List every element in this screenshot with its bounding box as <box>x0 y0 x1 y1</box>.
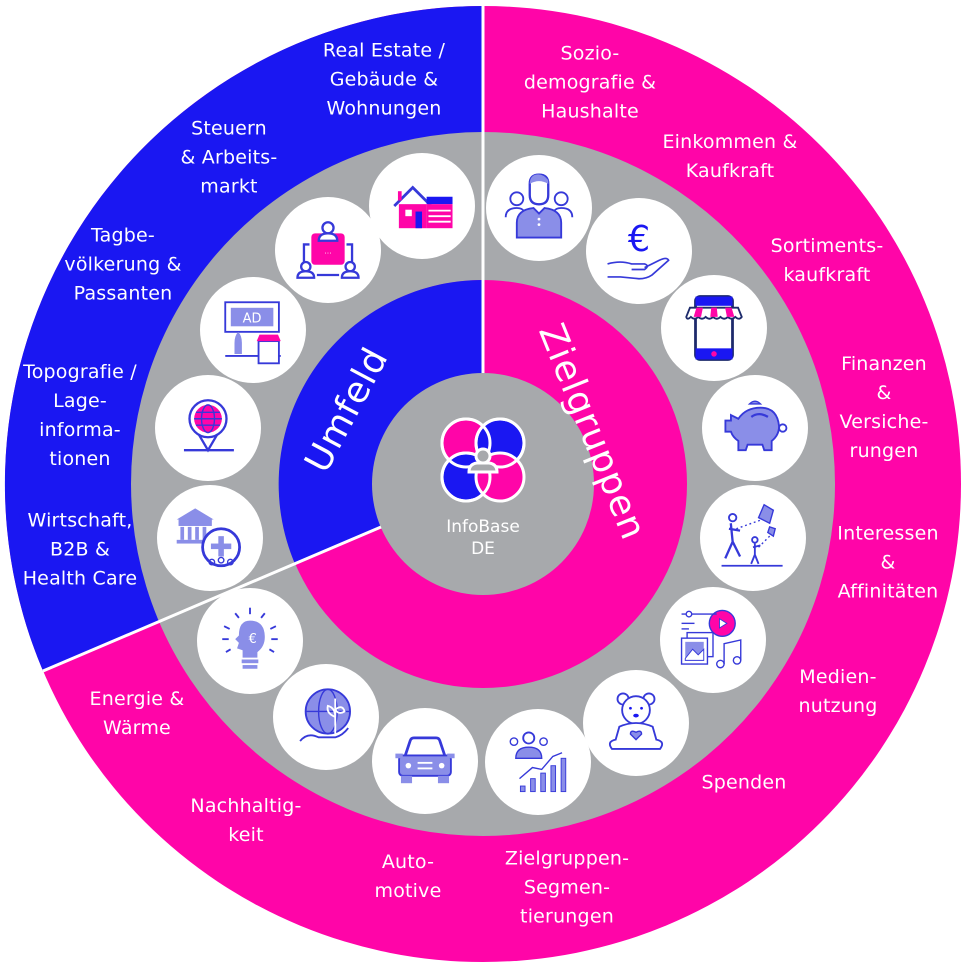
icon-circle-finanzen[interactable] <box>702 375 808 481</box>
icon-circle-steuern[interactable]: … <box>275 197 381 303</box>
label-einkommen: Einkommen & Kaufkraft <box>662 131 798 182</box>
icon-circle-einkommen[interactable]: € <box>586 198 692 304</box>
icon-circle-wirtschaft[interactable] <box>157 485 263 591</box>
label-finanzen: Finanzen & Versiche- rungen <box>839 353 929 462</box>
billboard-shop-icon: AD <box>224 301 281 365</box>
center-title-line1: InfoBase <box>446 517 520 537</box>
icon-circle-interessen[interactable] <box>700 485 806 591</box>
icon-circle-automotive[interactable] <box>372 708 478 814</box>
svg-text:€: € <box>249 632 257 647</box>
house-icon <box>393 185 453 229</box>
team-network-icon: … <box>296 221 360 279</box>
museum-health-icon <box>176 508 241 568</box>
divider-diagonal <box>42 525 382 673</box>
label-tagbevoelkerung: Tagbe- völkerung & Passanten <box>64 224 182 305</box>
label-mediennutzung: Medien- nutzung <box>798 666 878 717</box>
label-wirtschaft: Wirtschaft, B2B & Health Care <box>22 509 138 590</box>
icon-circle-nachhaltigkeit[interactable] <box>273 664 379 770</box>
teddy-bear-heart-icon <box>608 692 664 750</box>
idea-euro-bulb-icon: € <box>222 607 278 669</box>
icon-circle-sortimentskaufkraft[interactable] <box>661 275 767 381</box>
label-nachhaltigkeit: Nachhaltig- keit <box>190 795 302 846</box>
label-automotive: Auto- motive <box>374 851 442 902</box>
euro-hand-icon: € <box>607 219 670 280</box>
people-growth-chart-icon <box>509 731 567 793</box>
label-real-estate: Real Estate / Gebäude & Wohnungen <box>322 39 446 120</box>
car-icon <box>395 736 455 784</box>
svg-text:…: … <box>324 247 331 256</box>
icon-circle-tagbevoelkerung[interactable]: AD <box>200 277 306 383</box>
icon-circle-spenden[interactable] <box>583 670 689 776</box>
label-energie: Energie & Wärme <box>89 688 185 739</box>
kite-family-icon <box>721 503 783 567</box>
label-topografie: Topografie / Lage- informa- tionen <box>23 361 137 470</box>
icon-circle-topografie[interactable] <box>155 375 261 481</box>
svg-text:AD: AD <box>243 312 262 327</box>
label-spenden: Spenden <box>701 771 787 794</box>
label-soziodemografie: Sozio- demografie & Haushalte <box>523 42 657 123</box>
piggy-bank-icon <box>724 400 788 452</box>
icon-circle-soziodemografie[interactable] <box>486 155 592 261</box>
label-segmentierungen: Zielgruppen- Segmen- tierungen <box>504 847 630 928</box>
mobile-shop-icon <box>685 295 743 361</box>
center-title-line2: DE <box>471 539 495 559</box>
icon-circle-energie[interactable]: € <box>197 588 303 694</box>
icon-circle-mediennutzung[interactable] <box>660 587 766 693</box>
label-sortimentskaufkraft: Sortiments- kaufkraft <box>770 235 884 286</box>
people-group-icon <box>504 173 574 239</box>
globe-pin-icon <box>183 399 234 453</box>
media-play-music-icon <box>680 609 742 669</box>
label-interessen: Interessen & Affinitäten <box>837 522 939 603</box>
globe-plant-hand-icon <box>299 688 351 742</box>
venn-person-logo-icon <box>440 417 526 503</box>
svg-text:€: € <box>628 219 650 260</box>
label-steuern: Steuern & Arbeits- markt <box>180 117 278 198</box>
icon-circle-segmentierungen[interactable] <box>485 709 591 815</box>
icon-circle-real-estate[interactable] <box>369 153 475 259</box>
